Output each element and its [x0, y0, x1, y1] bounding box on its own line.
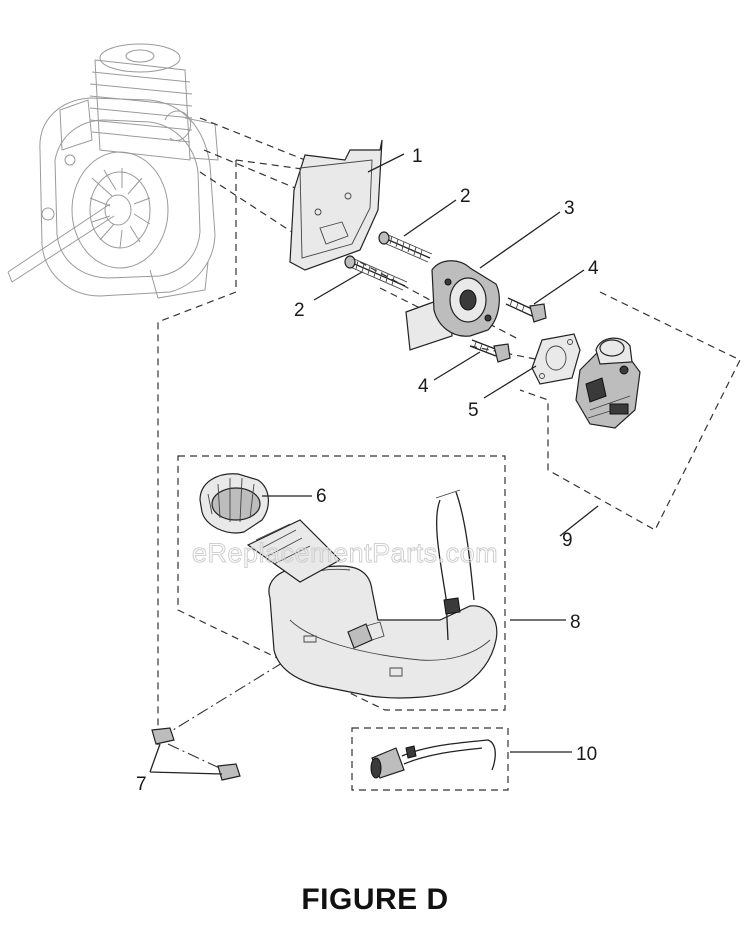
intake-gasket	[289, 139, 383, 271]
callout-5: 5	[468, 400, 479, 421]
figure-title: FIGURE D	[301, 883, 449, 916]
short-screws	[469, 297, 547, 363]
long-screws	[344, 231, 433, 291]
carburetor-kit	[519, 291, 741, 531]
callout-4-upper: 4	[588, 258, 599, 279]
watermark-text: eReplacementParts.com	[192, 538, 498, 568]
callout-4-lower: 4	[418, 376, 429, 397]
callout-7: 7	[136, 774, 147, 795]
carburetor-adapter	[405, 260, 500, 351]
callout-10: 10	[576, 744, 597, 765]
callout-1: 1	[412, 146, 423, 167]
fuel-cap	[199, 473, 269, 534]
callout-8: 8	[570, 612, 581, 633]
callout-2-upper: 2	[460, 186, 471, 207]
callout-3: 3	[564, 198, 575, 219]
fuel-tank-kit	[177, 455, 506, 711]
callout-6: 6	[316, 486, 327, 507]
callout-2-lower: 2	[294, 300, 305, 321]
engine-assembly	[7, 43, 219, 299]
carburetor-gasket	[531, 333, 581, 385]
tank-grommets	[151, 727, 241, 781]
leader-lines	[149, 153, 599, 775]
callout-labels: 1 2 2 3 4 4 5 6 7 8 9 10	[136, 146, 599, 795]
fuel-filter-kit	[351, 727, 509, 791]
callout-9: 9	[562, 530, 573, 551]
